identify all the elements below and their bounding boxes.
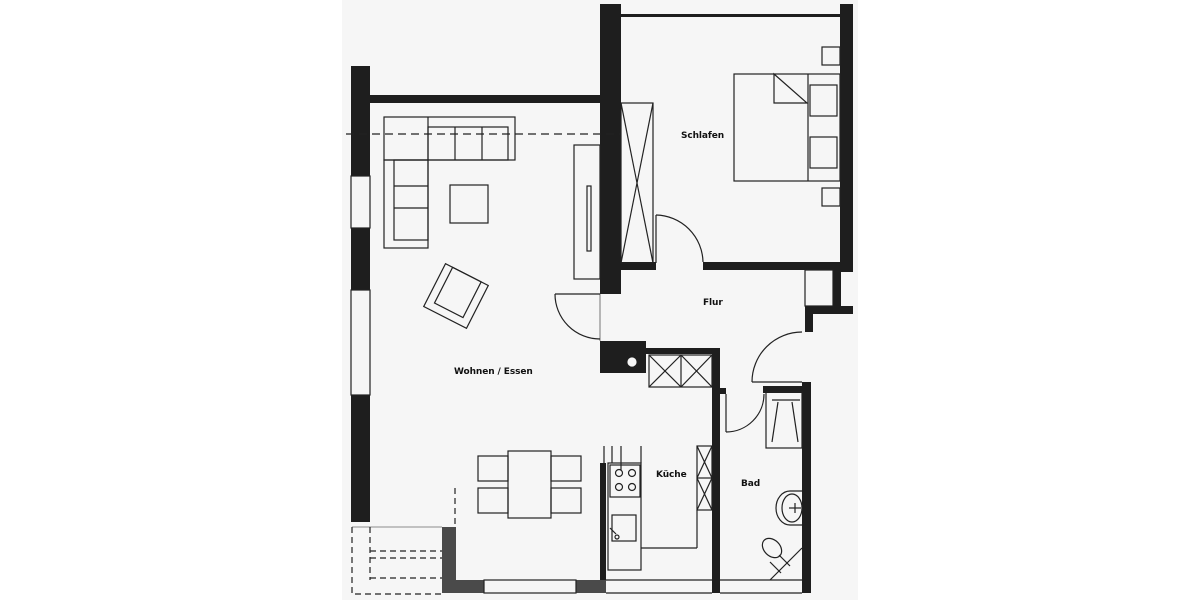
stove-icon [609,464,641,498]
armchair-icon [422,262,490,330]
walls-gray [442,527,606,593]
room-label-wohnen-essen: Wohnen / Essen [454,367,533,377]
door-living [554,293,601,340]
door-entrance [751,331,803,383]
sofa-icon [383,116,516,249]
wardrobe-icon [620,102,654,264]
sink-icon [609,514,637,542]
coffee-table-icon [449,184,489,224]
shower-icon [765,391,803,449]
toilet-icon [761,537,803,581]
plan-lines [346,46,841,596]
dining-table-icon [477,450,582,519]
kitchen-cabinets-icon [648,354,713,388]
door-bath [725,393,765,433]
walls [351,4,853,593]
double-bed-icon [733,46,841,207]
room-label-kueche: Küche [656,470,687,480]
washbasin-icon [775,490,803,526]
door-bedroom [655,214,704,263]
kitchen-side-cabinets-icon [696,445,713,511]
tv-sideboard-icon [573,144,601,280]
room-label-flur: Flur [703,298,723,308]
room-label-bad: Bad [741,479,761,489]
room-label-schlafen: Schlafen [681,131,725,141]
